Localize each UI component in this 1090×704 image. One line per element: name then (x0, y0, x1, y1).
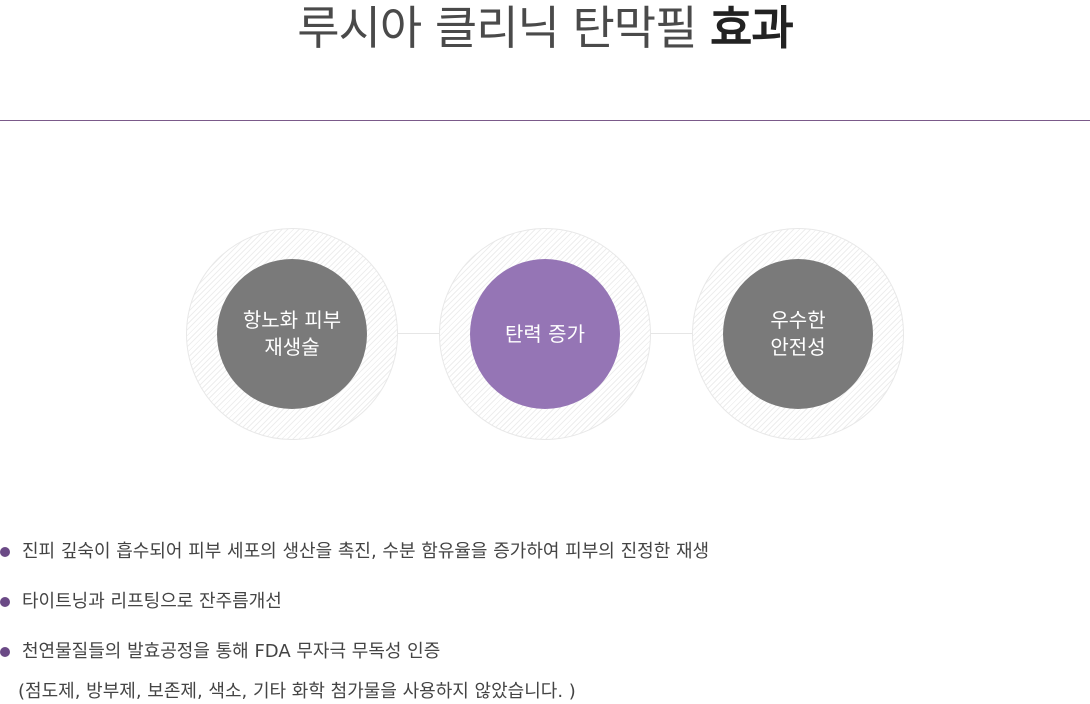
effect-circle-anti-aging: 항노화 피부 재생술 (186, 228, 398, 440)
bullet-dot-icon (0, 597, 10, 607)
list-item-text: 천연물질들의 발효공정을 통해 FDA 무자극 무독성 인증 (22, 641, 441, 662)
page-title: 루시아 클리닉 탄막필 효과 (0, 0, 1090, 56)
bullet-dot-icon (0, 547, 10, 557)
bullet-dot-icon (0, 647, 10, 657)
page-title-main: 루시아 클리닉 탄막필 (297, 1, 697, 55)
list-item-text: 진피 깊숙이 흡수되어 피부 세포의 생산을 촉진, 수분 함유율을 증가하여 … (22, 541, 710, 562)
effect-label-line1: 탄력 증가 (505, 321, 585, 346)
effect-circle-safety: 우수한 안전성 (692, 228, 904, 440)
effect-label-line1: 항노화 피부 (242, 308, 342, 332)
list-item-text: 타이트닝과 리프팅으로 잔주름개선 (22, 591, 282, 612)
page-title-emphasis: 효과 (710, 1, 794, 55)
list-item-note-text: (점도제, 방부제, 보존제, 색소, 기타 화학 첨가물을 사용하지 않았습니… (18, 681, 576, 702)
effect-disc: 항노화 피부 재생술 (217, 259, 367, 409)
effect-label-line2: 재생술 (264, 335, 320, 359)
effect-label-line2: 안전성 (770, 335, 826, 359)
effect-disc: 우수한 안전성 (723, 259, 873, 409)
effect-circle-elasticity: 탄력 증가 (439, 228, 651, 440)
effect-disc-highlighted: 탄력 증가 (470, 259, 620, 409)
effect-label-line1: 우수한 (770, 308, 826, 332)
title-divider (0, 120, 1090, 121)
